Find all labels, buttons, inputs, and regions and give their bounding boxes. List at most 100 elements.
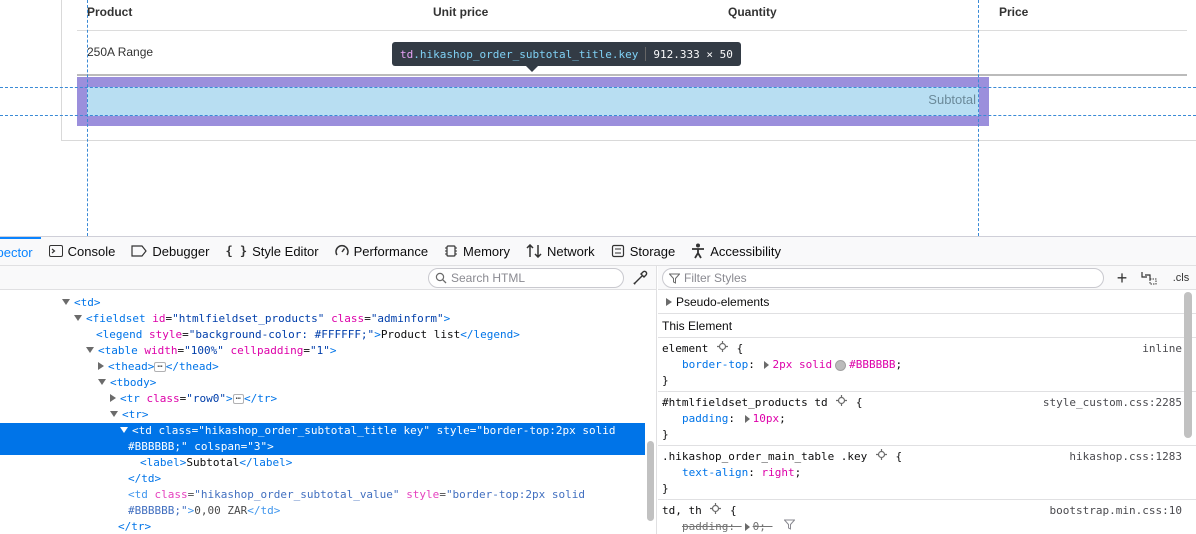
- filter-icon[interactable]: [783, 519, 797, 534]
- tab-label: Debugger: [152, 243, 210, 259]
- rule-td-th[interactable]: bootstrap.min.css:10 td, th { padding: 0…: [658, 500, 1196, 534]
- node-tr-row0[interactable]: <tr class="row0">⋯</tr>: [0, 391, 645, 407]
- header-price: Price: [999, 5, 1029, 19]
- markup-pane: <td> <fieldset id="htmlfieldset_products…: [0, 266, 657, 534]
- arrows-icon: [526, 244, 542, 258]
- markup-toolbar: [0, 266, 656, 290]
- debugger-icon: [131, 245, 148, 257]
- tab-debugger[interactable]: Debugger: [123, 237, 217, 266]
- expand-twisty[interactable]: [74, 315, 82, 321]
- collapse-twisty[interactable]: [98, 362, 104, 370]
- node-fieldset[interactable]: <fieldset id="htmlfieldset_products" cla…: [0, 311, 645, 327]
- node-tr[interactable]: <tr>: [0, 407, 645, 423]
- gear-icon[interactable]: [716, 341, 728, 357]
- tab-memory[interactable]: Memory: [436, 237, 518, 266]
- tab-inspector[interactable]: spector: [0, 236, 41, 266]
- rules-scrollbar[interactable]: [1184, 292, 1192, 438]
- add-rule-icon[interactable]: +: [1116, 267, 1128, 288]
- expand-shorthand-icon[interactable]: [764, 361, 770, 369]
- tab-label: spector: [0, 244, 33, 260]
- expand-shorthand-icon[interactable]: [744, 523, 750, 531]
- devtools-panel: spector Console Debugger { } Style Edito…: [0, 236, 1196, 534]
- markup-scrollbar[interactable]: [647, 441, 654, 521]
- rules-pane: + .cls Pseudo-elements This Element inli…: [658, 266, 1196, 534]
- highlight-content-box: [87, 87, 979, 116]
- node-td-subtotal-title-selected[interactable]: <td class="hikashop_order_subtotal_title…: [0, 423, 645, 455]
- subtotal-border-top: [77, 74, 1187, 76]
- tab-label: Accessibility: [710, 243, 782, 259]
- node-thead[interactable]: <thead>⋯</thead>: [0, 359, 645, 375]
- cell-product: 250A Range: [87, 45, 154, 59]
- tab-network[interactable]: Network: [518, 237, 603, 266]
- gear-icon[interactable]: [836, 395, 848, 411]
- tab-style-editor[interactable]: { } Style Editor: [217, 237, 326, 266]
- tab-label: Console: [67, 243, 116, 259]
- search-html-box: [428, 268, 624, 288]
- devtools-toolbar: spector Console Debugger { } Style Edito…: [0, 236, 1196, 266]
- expand-twisty[interactable]: [62, 299, 70, 305]
- node-td-subtotal-value[interactable]: <td class="hikashop_order_subtotal_value…: [128, 488, 586, 517]
- rule-source[interactable]: inline: [1142, 342, 1182, 355]
- storage-icon: [611, 244, 625, 258]
- node-label[interactable]: <label>Subtotal</label>: [140, 456, 293, 469]
- search-html-input[interactable]: [451, 271, 611, 285]
- expand-shorthand-icon[interactable]: [744, 415, 750, 423]
- rule-source[interactable]: hikashop.css:1283: [1069, 450, 1182, 463]
- node-table[interactable]: <table width="100%" cellpadding="1">: [0, 343, 645, 359]
- guide-line-top: [0, 87, 1196, 88]
- tab-console[interactable]: Console: [41, 237, 124, 266]
- node-legend[interactable]: <legend style="background-color: #FFFFFF…: [96, 328, 520, 341]
- expand-twisty[interactable]: [98, 379, 106, 385]
- header-divider: [77, 30, 1187, 31]
- cls-toggle-button[interactable]: .cls: [1172, 272, 1190, 284]
- rule-source[interactable]: bootstrap.min.css:10: [1049, 504, 1182, 517]
- highlighter-tooltip: td.hikashop_order_subtotal_title.key 912…: [392, 42, 741, 66]
- chip-icon: [444, 244, 458, 258]
- rule-main-table-key[interactable]: hikashop.css:1283 .hikashop_order_main_t…: [658, 446, 1196, 500]
- eyedropper-icon[interactable]: [632, 270, 648, 286]
- guide-line-left: [87, 0, 88, 236]
- gauge-icon: [334, 244, 349, 258]
- expand-twisty[interactable]: [86, 347, 94, 353]
- node-tbody[interactable]: <tbody>: [0, 375, 645, 391]
- guide-line-right: [978, 0, 979, 236]
- page-viewport: Product Unit price Quantity Price 250A R…: [0, 0, 1196, 236]
- markup-tree: <td> <fieldset id="htmlfieldset_products…: [0, 295, 645, 534]
- fieldset-frame: [61, 0, 1196, 141]
- filter-styles-input[interactable]: [684, 271, 1084, 285]
- rules-toolbar: + .cls: [658, 266, 1196, 290]
- rule-inline[interactable]: inline element { border-top: 2px solid#B…: [658, 338, 1196, 392]
- tab-performance[interactable]: Performance: [327, 237, 436, 266]
- this-element-header: This Element: [658, 314, 1196, 338]
- ellipsis-icon[interactable]: ⋯: [154, 362, 166, 372]
- pseudo-elements-header[interactable]: Pseudo-elements: [658, 290, 1196, 314]
- filter-styles-box: [662, 268, 1104, 288]
- expand-twisty[interactable]: [110, 411, 118, 417]
- gear-icon[interactable]: [710, 503, 722, 519]
- tooltip-classes: .hikashop_order_subtotal_title.key: [413, 47, 639, 61]
- node-tr-close[interactable]: </tr>: [118, 520, 152, 533]
- node-td-close[interactable]: </td>: [128, 472, 162, 485]
- collapse-twisty[interactable]: [110, 394, 116, 402]
- gear-icon[interactable]: [875, 449, 887, 465]
- guide-line-bottom: [0, 115, 1196, 116]
- rule-fieldset-td[interactable]: style_custom.css:2285 #htmlfieldset_prod…: [658, 392, 1196, 446]
- braces-icon: { }: [225, 244, 248, 258]
- color-swatch[interactable]: [835, 359, 847, 371]
- console-icon: [48, 245, 63, 257]
- ellipsis-icon[interactable]: ⋯: [232, 394, 245, 404]
- tab-label: Memory: [463, 243, 510, 259]
- header-product: Product: [87, 5, 133, 19]
- expand-twisty[interactable]: [120, 427, 128, 433]
- tooltip-arrow: [526, 66, 538, 72]
- tab-label: Style Editor: [252, 243, 319, 259]
- rule-source[interactable]: style_custom.css:2285: [1042, 396, 1182, 409]
- tab-label: Network: [547, 243, 595, 259]
- tab-storage[interactable]: Storage: [603, 237, 684, 266]
- tab-accessibility[interactable]: Accessibility: [683, 237, 789, 266]
- tooltip-tag: td: [400, 47, 414, 61]
- node-td[interactable]: <td>: [0, 295, 645, 311]
- tooltip-size: 912.333 × 50: [653, 47, 733, 61]
- pseudo-class-toggle-icon[interactable]: [1140, 269, 1158, 287]
- collapse-twisty[interactable]: [666, 297, 672, 306]
